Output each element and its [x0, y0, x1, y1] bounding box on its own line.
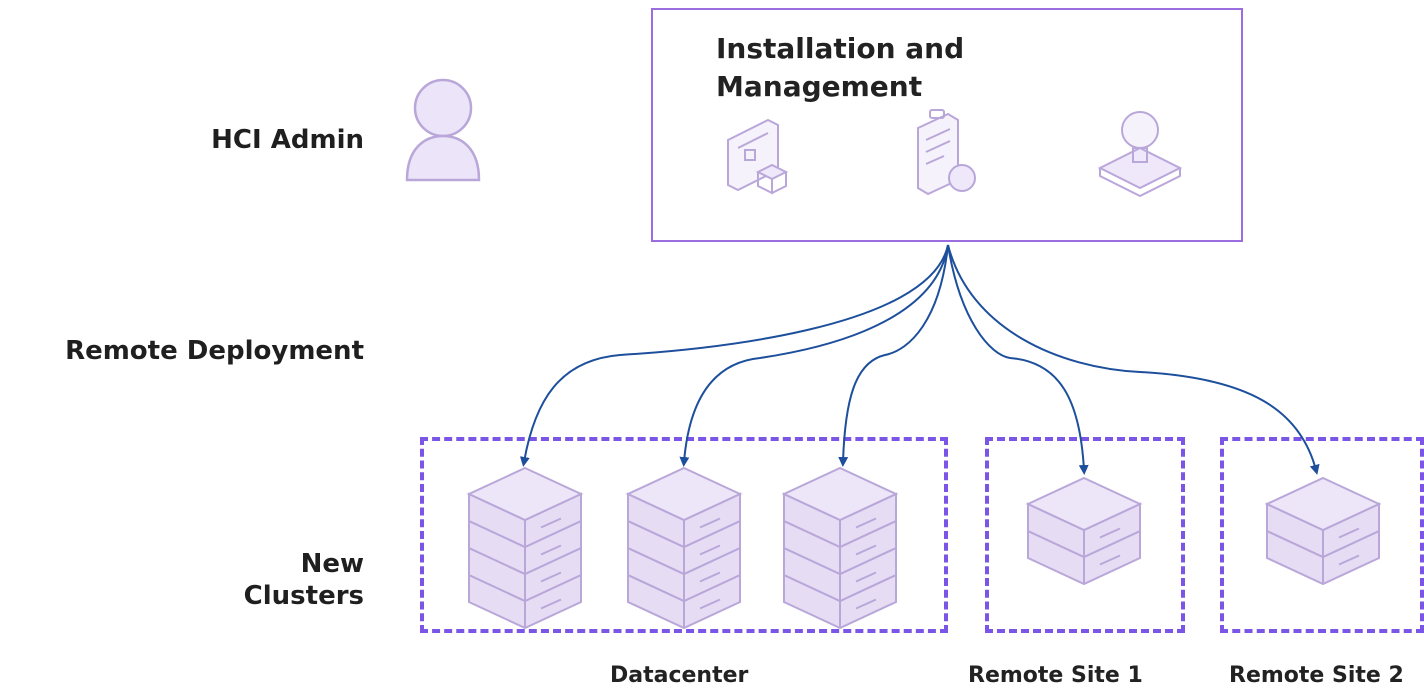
- remote-site-1-group: [985, 437, 1185, 633]
- remote-site-1-label: Remote Site 1: [968, 663, 1143, 688]
- datacenter-label: Datacenter: [610, 663, 749, 688]
- installation-management-box: [651, 8, 1243, 242]
- deployment-arrows: [519, 244, 1320, 475]
- arrow-to-remote-site-1: [947, 244, 1089, 475]
- arrow-to-datacenter-2: [679, 244, 949, 467]
- arrow-to-remote-site-2: [947, 244, 1320, 475]
- remote-site-2-group: [1220, 437, 1424, 633]
- clipboard-icon: [917, 109, 976, 196]
- remote-deployment-label: Remote Deployment: [65, 336, 364, 366]
- hci-admin-label: HCI Admin: [211, 125, 364, 155]
- server-stack-remote-site-2: [1264, 476, 1382, 586]
- datacenter-group: [420, 437, 948, 633]
- server-stack-datacenter-1: [466, 466, 584, 630]
- arrow-to-datacenter-1: [519, 244, 949, 467]
- server-stack-datacenter-3: [781, 466, 899, 630]
- server-stack-remote-site-1: [1025, 476, 1143, 586]
- new-clusters-label: New Clusters: [243, 549, 364, 611]
- server-stack-datacenter-2: [625, 466, 743, 630]
- remote-site-2-label: Remote Site 2: [1229, 663, 1404, 688]
- lightbulb-icon: [1097, 111, 1183, 198]
- dashboard-icon: [727, 118, 789, 195]
- installation-management-title: Installation and Management: [716, 32, 965, 103]
- arrow-to-datacenter-3: [838, 244, 949, 467]
- user-icon: [405, 78, 481, 182]
